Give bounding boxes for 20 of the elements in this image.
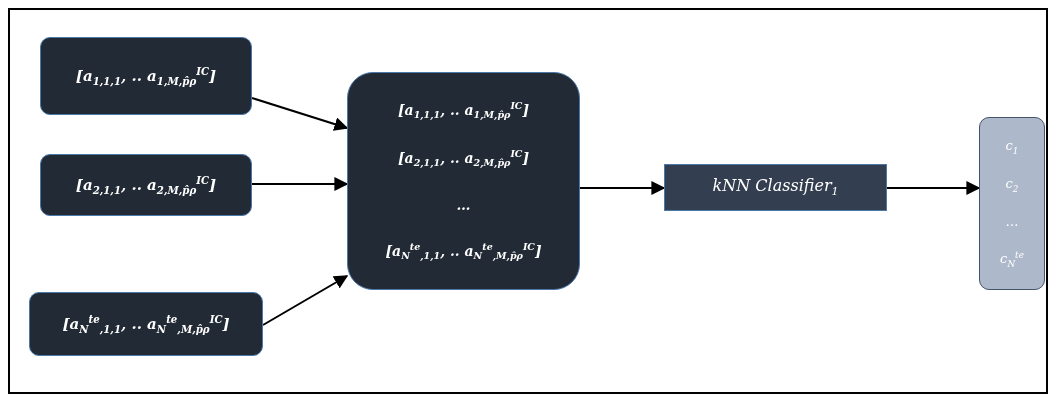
arrow xyxy=(262,275,349,326)
formula-text: … xyxy=(1005,214,1019,230)
arrow xyxy=(579,181,666,195)
arrow xyxy=(251,177,349,191)
classifier-box xyxy=(664,164,887,211)
input-vector-box xyxy=(40,37,252,115)
formula-text: kNN Classifier$_{1}$ xyxy=(712,176,839,199)
class-output-box xyxy=(979,117,1045,290)
input-vector-box xyxy=(29,292,263,356)
formula-text: [a$_{2,1,1}$, .. a$_{2,M,p̂ρ}$$^{IC}$] xyxy=(75,173,217,197)
formula-text: [a$_{2,1,1}$, .. a$_{2,M,p̂ρ}$$^{IC}$] xyxy=(397,148,530,170)
input-vector-box xyxy=(40,154,252,216)
formula-text: c$_{2}$ xyxy=(1005,176,1019,195)
formula-text: [a$_{1,1,1}$, .. a$_{1,M,p̂ρ}$$^{IC}$] xyxy=(75,64,217,88)
formula-text: … xyxy=(456,196,471,214)
arrow xyxy=(886,181,981,195)
arrow xyxy=(251,97,349,131)
feature-matrix-box xyxy=(347,72,580,290)
formula-text: c$_{1}$ xyxy=(1005,137,1019,157)
formula-text: [a$_{1,1,1}$, .. a$_{1,M,p̂ρ}$$^{IC}$] xyxy=(397,100,530,122)
